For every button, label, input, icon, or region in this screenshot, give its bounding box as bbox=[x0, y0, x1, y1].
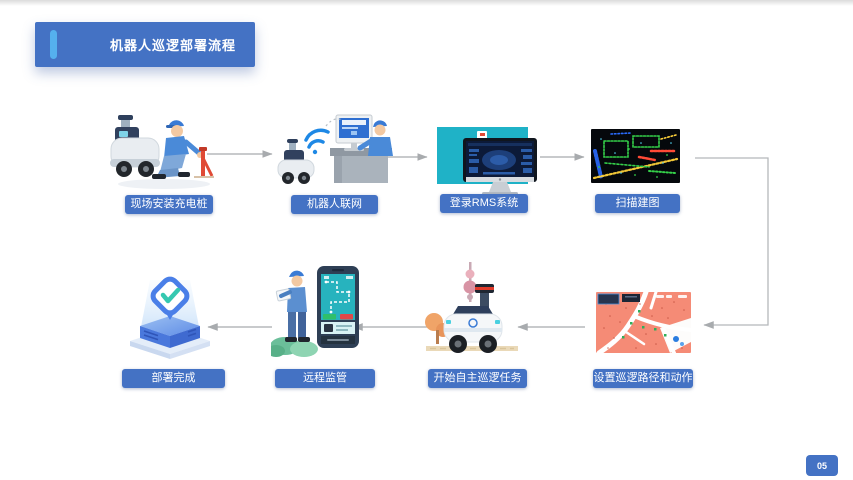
deployment-complete-platform-icon bbox=[130, 276, 210, 359]
step-deployment-complete: 部署完成 bbox=[122, 268, 225, 388]
title-accent-bar bbox=[50, 30, 57, 59]
robot-wifi-networking-icon bbox=[277, 114, 393, 184]
remote-monitoring-phone-icon bbox=[271, 266, 359, 357]
step-remote-supervision: 远程监管 bbox=[271, 262, 375, 388]
connector-step4-to-step5 bbox=[695, 157, 769, 329]
step-label: 开始自主巡逻任务 bbox=[428, 369, 527, 388]
title-banner: 机器人巡逻部署流程 bbox=[35, 22, 255, 67]
step-label: 扫描建图 bbox=[595, 194, 680, 213]
step-set-patrol-route: 设置巡逻路径和动作 bbox=[593, 292, 693, 388]
patrol-route-map-image bbox=[596, 292, 691, 353]
step-label: 部署完成 bbox=[122, 369, 225, 388]
step-label: 设置巡逻路径和动作 bbox=[593, 369, 693, 388]
step-robot-networking: 机器人联网 bbox=[276, 108, 394, 214]
step-login-rms: 登录RMS系统 bbox=[435, 122, 539, 213]
step-scan-mapping: 扫描建图 bbox=[591, 129, 680, 213]
step-start-patrol: 开始自主巡逻任务 bbox=[424, 262, 527, 388]
worker-installing-charging-pile-icon bbox=[110, 115, 214, 189]
step-label: 现场安装充电桩 bbox=[125, 195, 213, 214]
patrol-robot-city-icon bbox=[425, 262, 518, 353]
page-number-badge: 05 bbox=[806, 455, 838, 476]
page-title: 机器人巡逻部署流程 bbox=[109, 38, 236, 53]
slide-top-shadow bbox=[0, 0, 853, 6]
step-label: 远程监管 bbox=[275, 369, 375, 388]
lidar-point-cloud-map-image bbox=[591, 129, 680, 183]
step-install-charging-pile: 现场安装充电桩 bbox=[108, 110, 220, 214]
step-label: 登录RMS系统 bbox=[440, 194, 528, 213]
step-label: 机器人联网 bbox=[291, 195, 378, 214]
rms-system-monitor-icon bbox=[437, 127, 537, 196]
